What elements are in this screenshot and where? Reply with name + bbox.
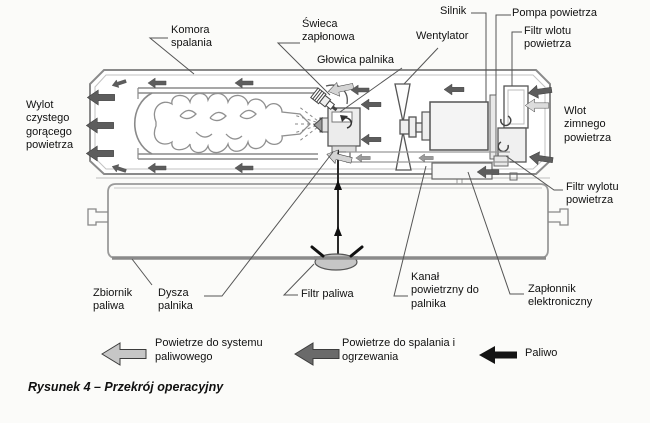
air-pump	[489, 85, 529, 167]
label-combustion-chamber: Komora spalania	[171, 24, 212, 50]
label-hot-air-outlet: Wylot czystego gorącego powietrza	[26, 99, 74, 152]
spray-pattern	[292, 105, 323, 143]
label-electronic-igniter: Zapłonnik elektroniczny	[528, 283, 593, 309]
label-cold-air-inlet: Wlot zimnego powietrza	[564, 105, 612, 144]
legend-arrow-fuel	[479, 346, 517, 364]
legend-label-fuel: Paliwo	[525, 347, 558, 359]
label-burner-air-duct: Kanał powietrzny do palnika	[411, 271, 479, 310]
flame	[153, 92, 311, 154]
leader-lines	[131, 12, 563, 297]
label-burner-head: Głowica palnika	[317, 54, 395, 66]
combustion-chamber	[133, 87, 318, 160]
label-burner-nozzle: Dysza palnika	[158, 287, 193, 313]
fuel-tank	[87, 183, 569, 260]
legend-label-fuel-system-air: Powietrze do systemu paliwowego	[155, 337, 263, 363]
label-fuel-filter: Filtr paliwa	[301, 288, 354, 300]
label-spark-plug: Świeca zapłonowa	[302, 18, 355, 44]
figure-caption: Rysunek 4 – Przekrój operacyjny	[28, 380, 224, 394]
fuel-line	[310, 150, 364, 271]
legend-label-combustion-air: Powietrze do spalania i ogrzewania	[342, 337, 456, 363]
label-air-pump: Pompa powietrza	[512, 7, 597, 19]
label-fan: Wentylator	[416, 30, 469, 42]
label-air-outlet-filter: Filtr wylotu powietrza	[566, 181, 619, 207]
legend-arrow-fuel-system-air	[101, 342, 147, 366]
spark-plug	[310, 84, 348, 112]
burner-head	[313, 107, 361, 163]
motor	[421, 101, 489, 151]
label-motor: Silnik	[440, 5, 467, 17]
label-air-inlet-filter: Filtr wlotu powietrza	[524, 25, 572, 51]
burner-air-duct	[346, 151, 518, 181]
label-fuel-tank: Zbiornik paliwa	[93, 287, 133, 313]
legend-arrow-combustion-air	[294, 342, 340, 366]
